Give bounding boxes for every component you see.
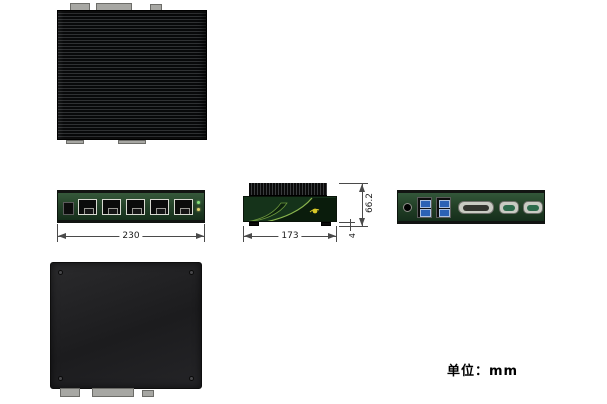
dim-extension-line — [204, 224, 205, 242]
dim-value-front-width: 230 — [119, 231, 143, 241]
screw-hole — [58, 376, 63, 381]
dim-extension-line — [243, 226, 244, 242]
dim-value-height: 66.2 — [365, 191, 375, 216]
screw-hole — [58, 270, 63, 275]
db25-connector — [458, 201, 494, 214]
hdd-led — [197, 208, 200, 211]
dim-line-height — [362, 183, 363, 226]
dim-extension-line — [339, 183, 368, 184]
dim-arrow-left — [58, 233, 66, 239]
serial-db9-connector — [499, 201, 519, 214]
screw-hole — [189, 376, 194, 381]
usb-port-stack — [436, 197, 451, 218]
dim-value-foot: 4 — [348, 231, 358, 241]
side-decal-swoosh — [244, 197, 336, 221]
bottom-view — [50, 262, 202, 389]
dim-extension-line — [57, 224, 58, 242]
top-view-front-connector-right — [118, 140, 146, 144]
unit-label: 单位：mm — [447, 364, 519, 379]
rj45-port — [78, 199, 97, 215]
side-view — [243, 196, 337, 222]
dim-arrow-right — [328, 233, 336, 239]
rj45-port — [102, 199, 121, 215]
side-view-heatsink-fins — [249, 183, 327, 196]
usb-port-stack — [417, 197, 432, 218]
front-aux-port — [63, 202, 74, 215]
dim-extension-line — [336, 226, 337, 242]
dim-arrow-up — [359, 184, 365, 192]
serial-db9-connector — [523, 201, 543, 214]
dim-extension-line — [339, 226, 368, 227]
bottom-view-connector-tiny — [142, 390, 154, 397]
rear-view — [397, 190, 545, 224]
front-view — [57, 190, 205, 223]
bottom-view-connector-wide — [92, 388, 134, 397]
dim-arrow-down — [359, 218, 365, 226]
rj45-port — [174, 199, 193, 215]
power-led — [197, 201, 200, 204]
dim-line-foot — [350, 219, 351, 231]
top-view-front-connector-left — [66, 140, 84, 144]
side-rubber-foot — [321, 222, 331, 226]
screw-hole — [189, 270, 194, 275]
dim-value-side-depth: 173 — [278, 231, 302, 241]
top-view — [57, 10, 207, 140]
side-rubber-foot — [249, 222, 259, 226]
dim-arrow-right — [196, 233, 204, 239]
rj45-port — [150, 199, 169, 215]
dim-extension-line — [339, 222, 355, 223]
dim-arrow-left — [244, 233, 252, 239]
bottom-view-connector-db9 — [60, 388, 80, 397]
dc-power-jack — [403, 203, 412, 212]
rj45-port — [126, 199, 145, 215]
